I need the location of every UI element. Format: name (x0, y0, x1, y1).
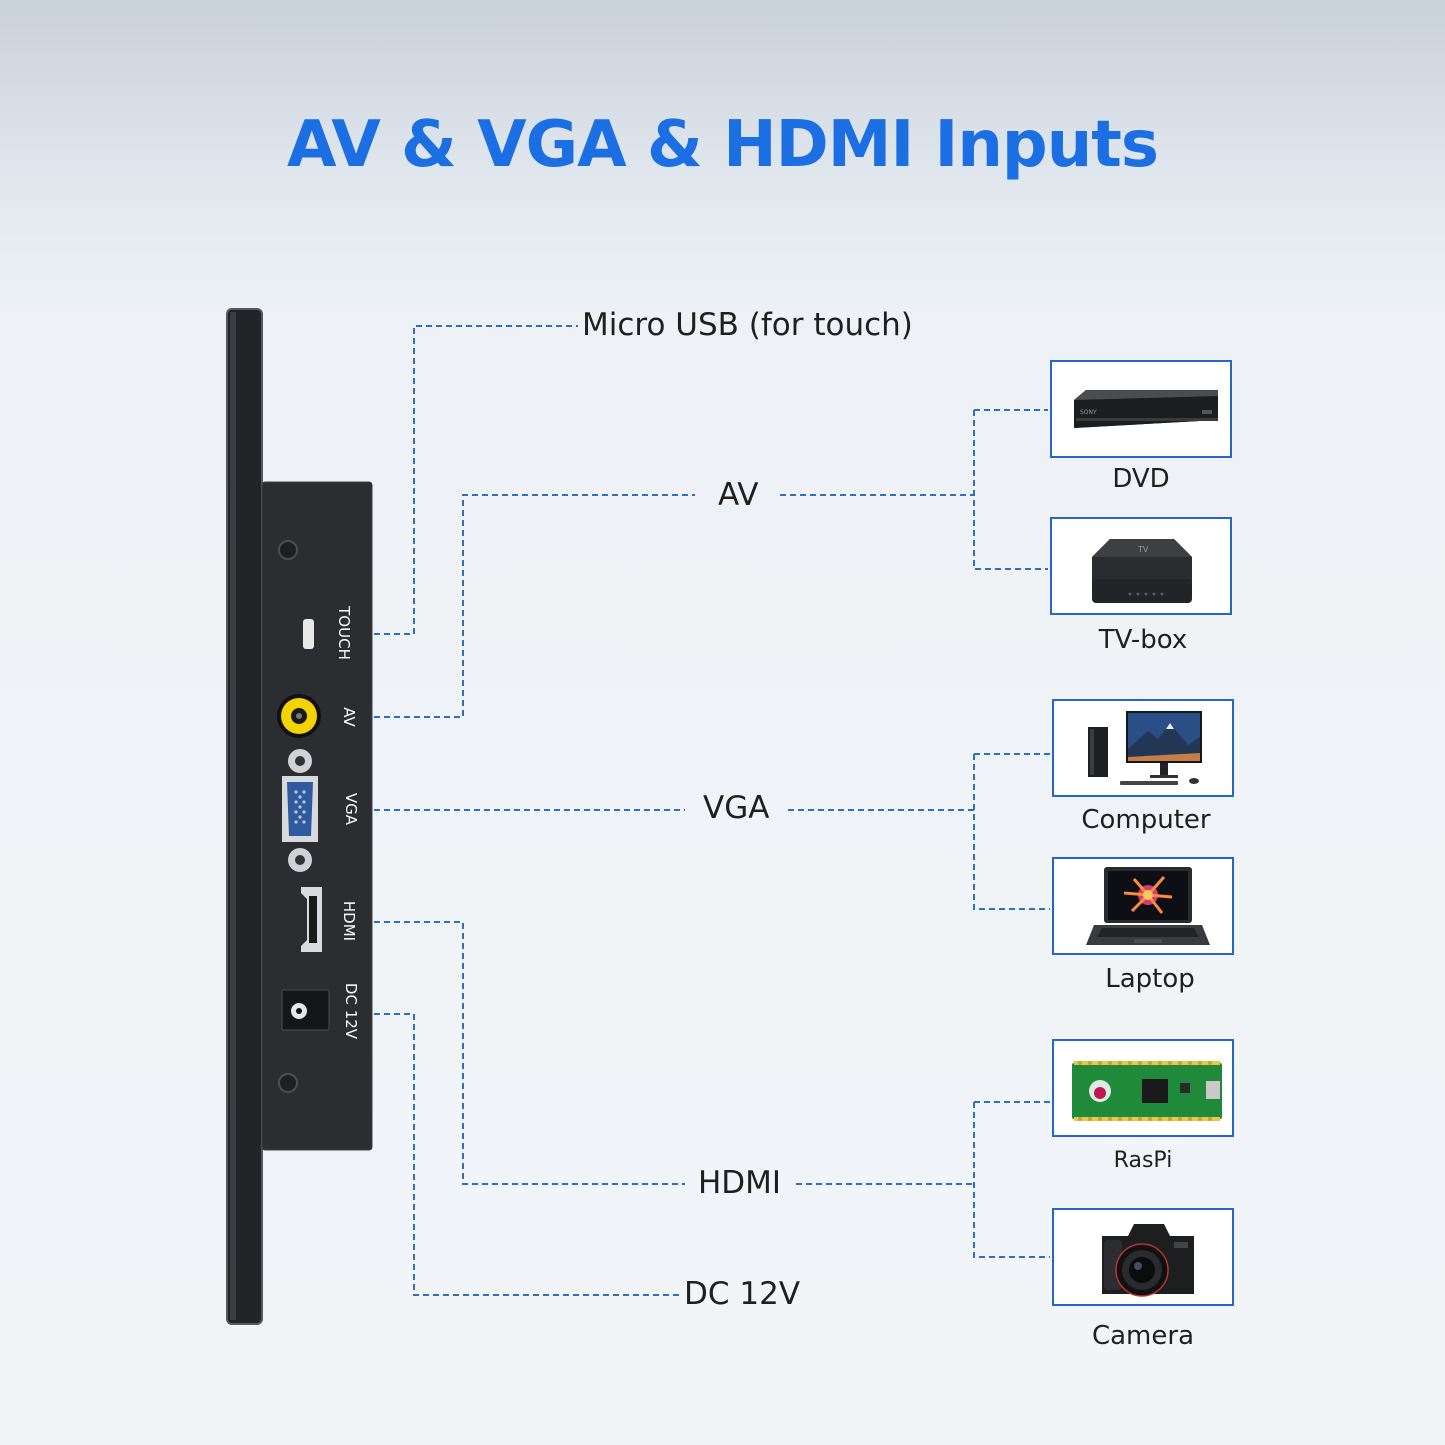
label-hdmi: HDMI (698, 1165, 782, 1201)
dvd-player-icon: SONY (1074, 390, 1218, 428)
device-label-laptop: Laptop (1105, 964, 1195, 994)
wire-raspi (973, 1102, 1050, 1258)
wire-av-port (374, 494, 695, 718)
device-box-laptop (1052, 857, 1234, 955)
device-box-camera (1052, 1208, 1234, 1306)
laptop-icon (1086, 867, 1210, 945)
device-box-tvbox: TV (1050, 517, 1232, 615)
device-box-raspi (1052, 1039, 1234, 1137)
raspberry-pi-board-icon (1072, 1061, 1222, 1121)
tv-box-icon: TV (1092, 539, 1192, 603)
device-box-computer (1052, 699, 1234, 797)
label-av: AV (718, 477, 759, 513)
svg-text:TV: TV (1137, 545, 1149, 554)
device-label-raspi: RasPi (1113, 1148, 1173, 1173)
device-label-camera: Camera (1091, 1321, 1195, 1351)
label-dc: DC 12V (684, 1276, 801, 1312)
wire-touch (374, 325, 578, 635)
wire-computer (973, 754, 1050, 910)
label-micro-usb: Micro USB (for touch) (582, 307, 913, 343)
screw-bottom (278, 1073, 298, 1093)
device-box-dvd: SONY (1050, 360, 1232, 458)
micro-usb-port (303, 619, 314, 649)
vga-port (282, 749, 318, 872)
device-label-computer: Computer (1081, 805, 1211, 835)
svg-text:SONY: SONY (1080, 409, 1097, 416)
monitor-side-view (226, 308, 373, 1325)
device-label-tvbox: TV-box (1098, 625, 1188, 655)
page-title: AV & VGA & HDMI Inputs (287, 108, 1159, 182)
hdmi-port (301, 887, 322, 952)
label-vga: VGA (703, 790, 770, 826)
screw-top (278, 540, 298, 560)
av-rca-port (277, 694, 321, 738)
camera-icon (1102, 1224, 1194, 1297)
dc-power-port (281, 989, 330, 1031)
wire-dvd (973, 410, 1048, 570)
device-label-dvd: DVD (1112, 464, 1170, 494)
wire-hdmi-port (374, 921, 685, 1185)
desktop-computer-icon (1088, 711, 1202, 785)
wire-dc (374, 1013, 680, 1296)
